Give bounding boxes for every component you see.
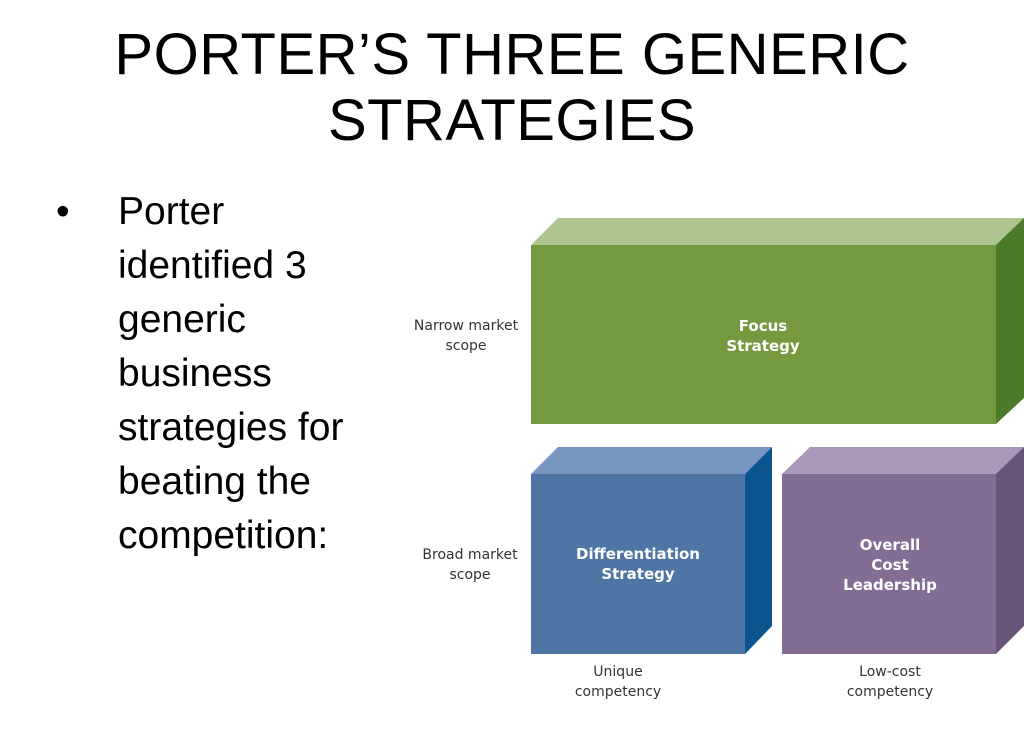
broad-market-scope-label: Broad market scope	[422, 547, 518, 583]
narrow-market-scope-label: Narrow market scope	[413, 318, 519, 354]
cost-leadership-top-face	[782, 447, 1024, 474]
bullet-marker: •	[56, 190, 70, 233]
slide-title: PORTER’S THREE GENERIC STRATEGIES	[114, 22, 910, 153]
differentiation-side-face	[745, 447, 772, 654]
cost-leadership-front-face	[782, 474, 996, 654]
low-cost-competency-label: Low-cost competency	[846, 664, 934, 700]
unique-competency-label: Unique competency	[574, 664, 662, 700]
cost-leadership-side-face	[996, 447, 1024, 654]
differentiation-top-face	[531, 447, 772, 474]
focus-front-face	[531, 245, 996, 424]
cost-leadership-block	[782, 447, 1024, 654]
bullet-text: Porter identified 3 generic business str…	[118, 190, 344, 557]
differentiation-front-face	[531, 474, 745, 654]
focus-side-face	[996, 218, 1024, 424]
focus-top-face	[531, 218, 1024, 245]
focus-strategy-block	[531, 218, 1024, 424]
differentiation-strategy-label: Differentiation Strategy	[576, 545, 700, 583]
bullet-list: • Porter identified 3 generic business s…	[56, 185, 386, 563]
cost-leadership-label: Overall Cost Leadership	[843, 536, 937, 594]
differentiation-strategy-block	[531, 447, 772, 654]
focus-strategy-label: Focus Strategy	[726, 317, 800, 355]
